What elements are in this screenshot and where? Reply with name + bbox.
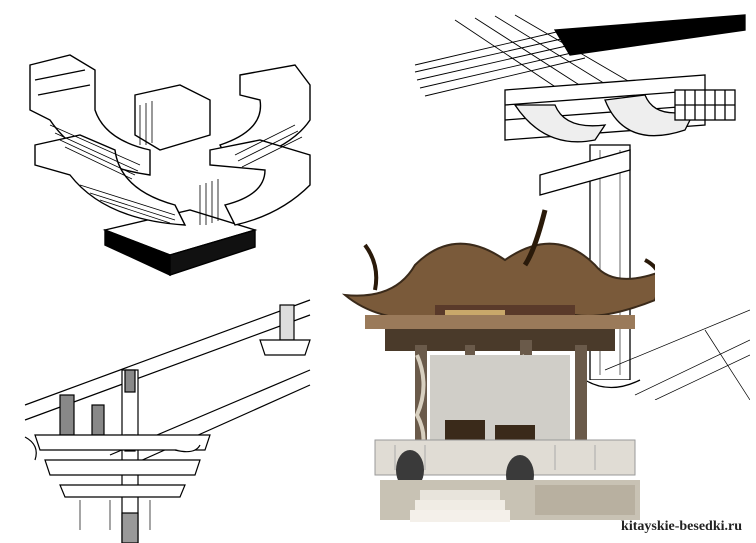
watermark-text: kitayskie-besedki.ru [621,519,742,534]
roof-beam-drawing [414,14,750,400]
dougong-bracket-drawing [29,54,311,277]
roof-beam-column-illustration [405,10,750,400]
chinese-pavilion-image [341,209,655,522]
bracket-side-drawing [24,299,311,543]
pavilion-photo [335,205,655,535]
dougong-bracket-illustration [10,25,330,285]
bracket-side-view-illustration [20,285,320,543]
